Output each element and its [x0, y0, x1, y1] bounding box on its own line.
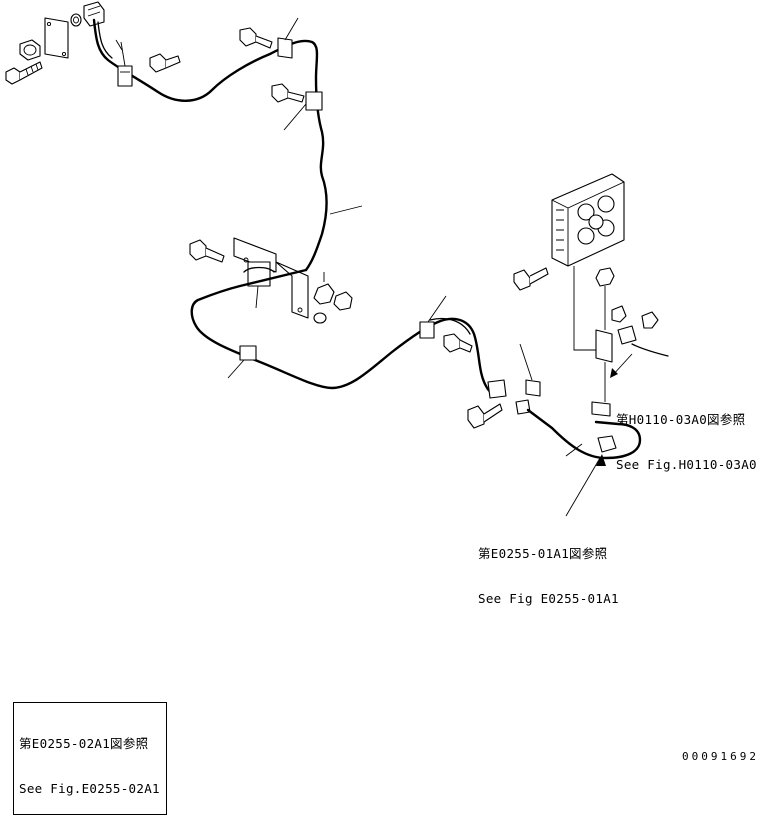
bolt — [5, 61, 43, 85]
bolt — [467, 403, 503, 429]
washer-nut-set — [313, 272, 353, 324]
controller-unit — [551, 173, 625, 267]
drawing-number: 00091692 — [682, 750, 759, 763]
bolt — [513, 267, 549, 291]
lower-harness — [190, 268, 504, 396]
harness-clip — [277, 17, 299, 59]
harness-clip — [419, 295, 447, 339]
reference-callout-h0110: 第H0110-03A0図参照 See Fig.H0110-03A0 — [616, 382, 757, 487]
harness-clip — [227, 345, 257, 379]
reference-arrow-h0110 — [610, 353, 633, 378]
reference-callout-e0255-02: 第E0255-02A1図参照 See Fig.E0255-02A1 — [13, 702, 167, 815]
harness-clip — [115, 39, 133, 87]
callout-jp-text: 第H0110-03A0図参照 — [616, 412, 746, 427]
bolt — [271, 83, 305, 103]
callout-en-text: See Fig.E0255-02A1 — [19, 781, 160, 796]
bolt — [149, 53, 181, 73]
upper-harness — [92, 18, 328, 272]
wiring-harness-diagram — [5, 1, 669, 517]
right-bracket — [595, 267, 669, 363]
leader-line — [573, 266, 600, 351]
callout-jp-text: 第E0255-01A1図参照 — [478, 546, 608, 561]
reference-arrow-e0255-01 — [565, 454, 606, 517]
leader-line — [329, 205, 363, 215]
callout-en-text: See Fig.H0110-03A0 — [616, 457, 757, 472]
harness-connector — [487, 379, 531, 415]
callout-en-text: See Fig E0255-01A1 — [478, 591, 619, 606]
reference-callout-e0255-01: 第E0255-01A1図参照 See Fig E0255-01A1 — [478, 516, 619, 621]
connector-plate-assembly — [19, 1, 105, 61]
bolt — [239, 27, 273, 49]
connector-harness-loop — [526, 362, 642, 460]
harness-clip — [519, 343, 541, 397]
bolt — [189, 239, 225, 263]
bolt — [443, 333, 473, 353]
harness-clip — [283, 91, 323, 131]
callout-jp-text: 第E0255-02A1図参照 — [19, 736, 149, 751]
